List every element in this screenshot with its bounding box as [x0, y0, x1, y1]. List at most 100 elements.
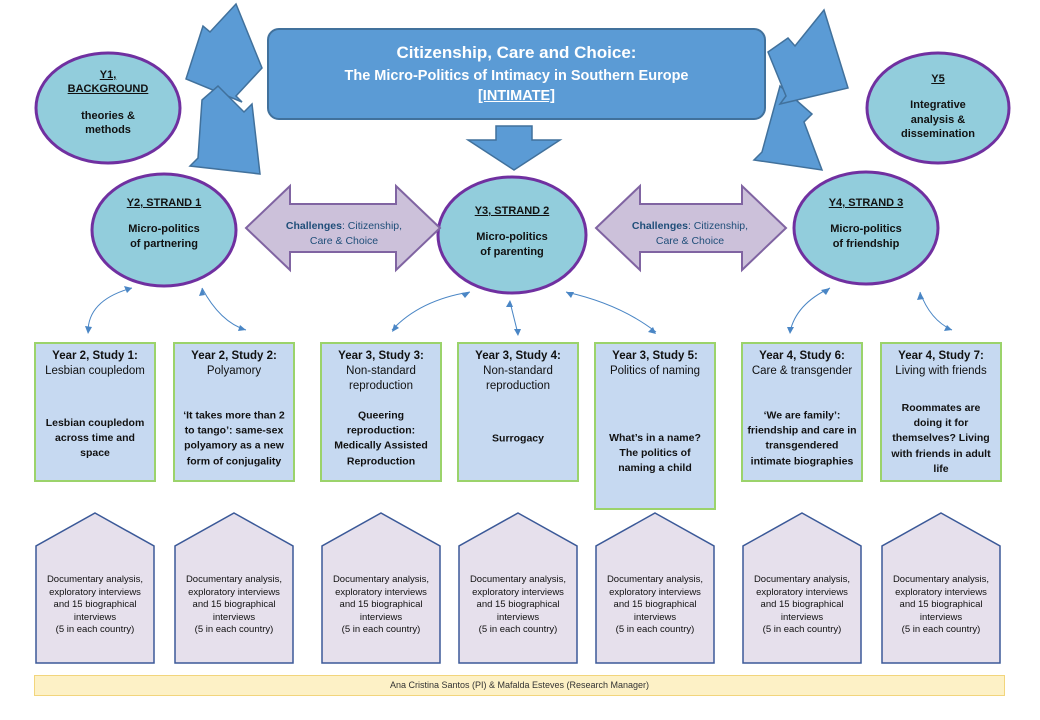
challenges-label-right: Challenges: Citizenship, Care & Choice [630, 219, 750, 249]
study-box-3: Year 3, Study 3: Non-standard reproducti… [320, 342, 442, 482]
y3-heading: Y3, STRAND 2 [474, 205, 550, 217]
method-arrow-3 [321, 512, 441, 664]
connectors [87, 287, 953, 335]
method-line-2: exploratory interviews [188, 586, 280, 598]
connector-y2-study1 [87, 287, 133, 333]
study-description: Queering reproduction: Medically Assiste… [334, 409, 428, 468]
y5-label: Y5 [931, 73, 945, 85]
method-line-2: exploratory interviews [609, 586, 701, 598]
method-line-5: (5 in each country) [55, 624, 135, 636]
method-text-2: Documentary analysis, exploratory interv… [173, 574, 295, 637]
y4-strand3-ellipse [792, 170, 940, 286]
method-line-4: interviews [496, 611, 540, 623]
method-line-2: exploratory interviews [756, 586, 848, 598]
study-heading: Year 3, Study 3: [338, 350, 424, 362]
y4-strand3-text: Y4, STRAND 3 Micro-politics of friendshi… [806, 196, 926, 251]
method-arrow-4 [458, 512, 578, 664]
method-text-6: Documentary analysis, exploratory interv… [741, 574, 863, 637]
method-line-4: interviews [359, 611, 403, 623]
y5-line-3: dissemination [901, 127, 975, 140]
method-arrow-2 [174, 512, 294, 664]
challenges-keyword: Challenges [631, 220, 688, 232]
y1-methods: methods [85, 123, 131, 136]
study-heading: Year 4, Study 7: [898, 350, 984, 362]
y2-strand1-text: Y2, STRAND 1 Micro-politics of partnerin… [104, 196, 224, 251]
arrow-to-y1-topleft [185, 2, 263, 103]
method-line-4: interviews [633, 611, 677, 623]
study-box-1: Year 2, Study 1: Lesbian coupledom Lesbi… [34, 342, 156, 482]
method-line-2: exploratory interviews [335, 586, 427, 598]
method-text-3: Documentary analysis, exploratory interv… [320, 574, 442, 637]
study-topic-2: reproduction [349, 379, 413, 392]
study-heading: Year 2, Study 2: [191, 350, 277, 362]
method-line-5: (5 in each country) [478, 624, 558, 636]
method-line-1: Documentary analysis, [185, 574, 283, 585]
y5-integrative-text: Y5 Integrative analysis & dissemination [880, 72, 996, 141]
study-topic: Lesbian coupledom [45, 364, 145, 377]
method-line-5: (5 in each country) [615, 624, 695, 636]
y1-background-ellipse [34, 51, 182, 165]
y3-strand2-text: Y3, STRAND 2 Micro-politics of parenting [452, 204, 572, 259]
challenges-label-left: Challenges: Citizenship, Care & Choice [284, 219, 404, 249]
study-topic: Living with friends [895, 364, 987, 377]
y4-line-2: of friendship [832, 237, 900, 250]
challenges-keyword: Challenges [285, 220, 342, 232]
method-line-5: (5 in each country) [901, 624, 981, 636]
method-line-3: and 15 biographical [613, 599, 697, 611]
method-line-1: Documentary analysis, [46, 574, 144, 585]
study-topic: Non-standard [346, 364, 416, 377]
y2-line-2: of partnering [130, 237, 198, 250]
method-line-2: exploratory interviews [49, 586, 141, 598]
y1-background-label: BACKGROUND [67, 83, 149, 96]
method-arrow-1 [35, 512, 155, 664]
method-line-2: exploratory interviews [895, 586, 987, 598]
method-line-2: exploratory interviews [472, 586, 564, 598]
arrow-to-y2 [188, 84, 261, 175]
method-line-4: interviews [919, 611, 963, 623]
study-box-7: Year 4, Study 7: Living with friends Roo… [880, 342, 1002, 482]
y5-line-2: analysis & [910, 113, 966, 126]
method-arrow-5 [595, 512, 715, 664]
study-description: Surrogacy [492, 432, 544, 445]
method-line-1: Documentary analysis, [753, 574, 851, 585]
project-title-box: Citizenship, Care and Choice: The Micro-… [267, 28, 766, 120]
method-line-1: Documentary analysis, [892, 574, 990, 585]
connector-y3-study4 [509, 301, 519, 335]
arrow-to-y3 [465, 125, 563, 171]
y1-theories: theories & [81, 109, 135, 122]
challenges-double-arrow-left [244, 183, 442, 273]
study-heading: Year 2, Study 1: [52, 350, 138, 362]
method-line-3: and 15 biographical [192, 599, 276, 611]
connector-y3-study5 [565, 291, 657, 333]
study-box-2: Year 2, Study 2: Polyamory ‘It takes mor… [173, 342, 295, 482]
study-heading: Year 4, Study 6: [759, 350, 845, 362]
y4-line-1: Micro-politics [830, 223, 902, 236]
y2-line-1: Micro-politics [128, 223, 200, 236]
study-heading: Year 3, Study 4: [475, 350, 561, 362]
study-topic: Care & transgender [751, 364, 853, 377]
challenges-double-arrow-right [594, 183, 788, 273]
y3-line-2: of parenting [480, 245, 544, 258]
title-acronym: [INTIMATE] [477, 88, 556, 104]
study-description: Lesbian coupledom across time and space [45, 417, 145, 460]
study-heading: Year 3, Study 5: [612, 350, 698, 362]
title-line-1: Citizenship, Care and Choice: [396, 43, 637, 62]
study-description: ‘It takes more than 2 to tango’: same-se… [183, 409, 285, 468]
connector-y4-study6 [789, 287, 831, 333]
y3-strand2-ellipse [436, 175, 588, 295]
title-line-2: The Micro-Politics of Intimacy in Southe… [344, 68, 689, 84]
y4-heading: Y4, STRAND 3 [828, 197, 904, 209]
method-line-4: interviews [780, 611, 824, 623]
method-arrow-7 [881, 512, 1001, 664]
method-line-5: (5 in each country) [762, 624, 842, 636]
study-description: What’s in a name? The politics of naming… [609, 432, 701, 475]
method-line-1: Documentary analysis, [469, 574, 567, 585]
y5-line-1: Integrative [910, 99, 966, 112]
connector-heads [85, 286, 952, 336]
method-text-4: Documentary analysis, exploratory interv… [457, 574, 579, 637]
method-line-3: and 15 biographical [760, 599, 844, 611]
method-line-3: and 15 biographical [53, 599, 137, 611]
method-line-3: and 15 biographical [899, 599, 983, 611]
connector-y3-study3 [391, 291, 471, 331]
